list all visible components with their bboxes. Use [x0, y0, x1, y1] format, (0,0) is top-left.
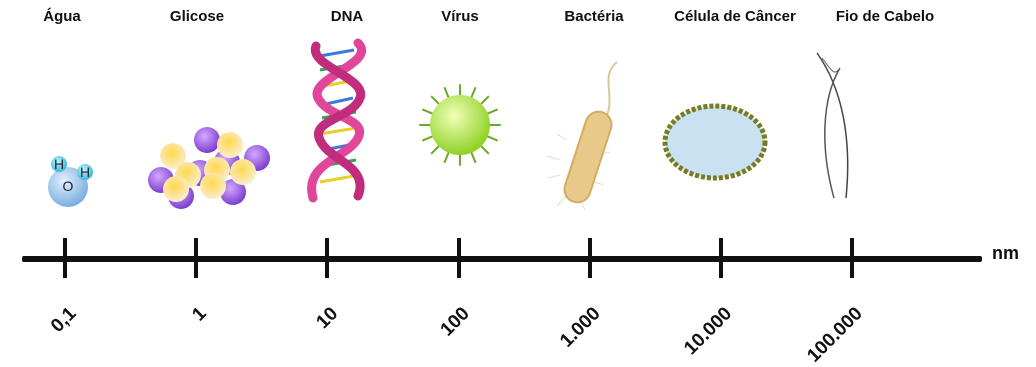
cancer-cell-icon [658, 100, 773, 185]
hair-strand-icon [812, 48, 862, 203]
water-molecule-icon: H O H [40, 150, 100, 215]
scale-tick [719, 238, 723, 278]
label-cancer-cell: Célula de Câncer [674, 8, 796, 25]
label-virus: Vírus [441, 8, 479, 25]
glucose-cluster-icon [145, 125, 275, 210]
scale-tick-label: 0,1 [47, 303, 81, 337]
scale-tick [194, 238, 198, 278]
scale-tick-label: 1 [188, 303, 211, 326]
dna-helix-icon [298, 38, 380, 203]
scale-tick [63, 238, 67, 278]
scale-tick-label: 100.000 [803, 303, 867, 367]
label-water: Água [43, 8, 81, 25]
label-bacteria: Bactéria [564, 8, 623, 25]
scale-tick-label: 1.000 [556, 303, 605, 352]
label-glucose: Glicose [170, 8, 224, 25]
scale-tick-label: 10.000 [680, 303, 737, 360]
oxygen-atom-label: O [63, 178, 74, 194]
label-hair: Fio de Cabelo [836, 8, 934, 25]
unit-label: nm [992, 243, 1019, 264]
scale-tick-label: 10 [312, 303, 343, 334]
scale-tick [850, 238, 854, 278]
scale-tick-label: 100 [437, 303, 475, 341]
bacterium-icon [545, 60, 640, 210]
scale-tick [588, 238, 592, 278]
hydrogen-atom-label: H [80, 164, 90, 180]
scale-tick [325, 238, 329, 278]
scale-tick [457, 238, 461, 278]
virus-icon [415, 80, 505, 170]
scale-axis [22, 256, 982, 262]
label-dna: DNA [331, 8, 364, 25]
hydrogen-atom-label: H [54, 156, 64, 172]
